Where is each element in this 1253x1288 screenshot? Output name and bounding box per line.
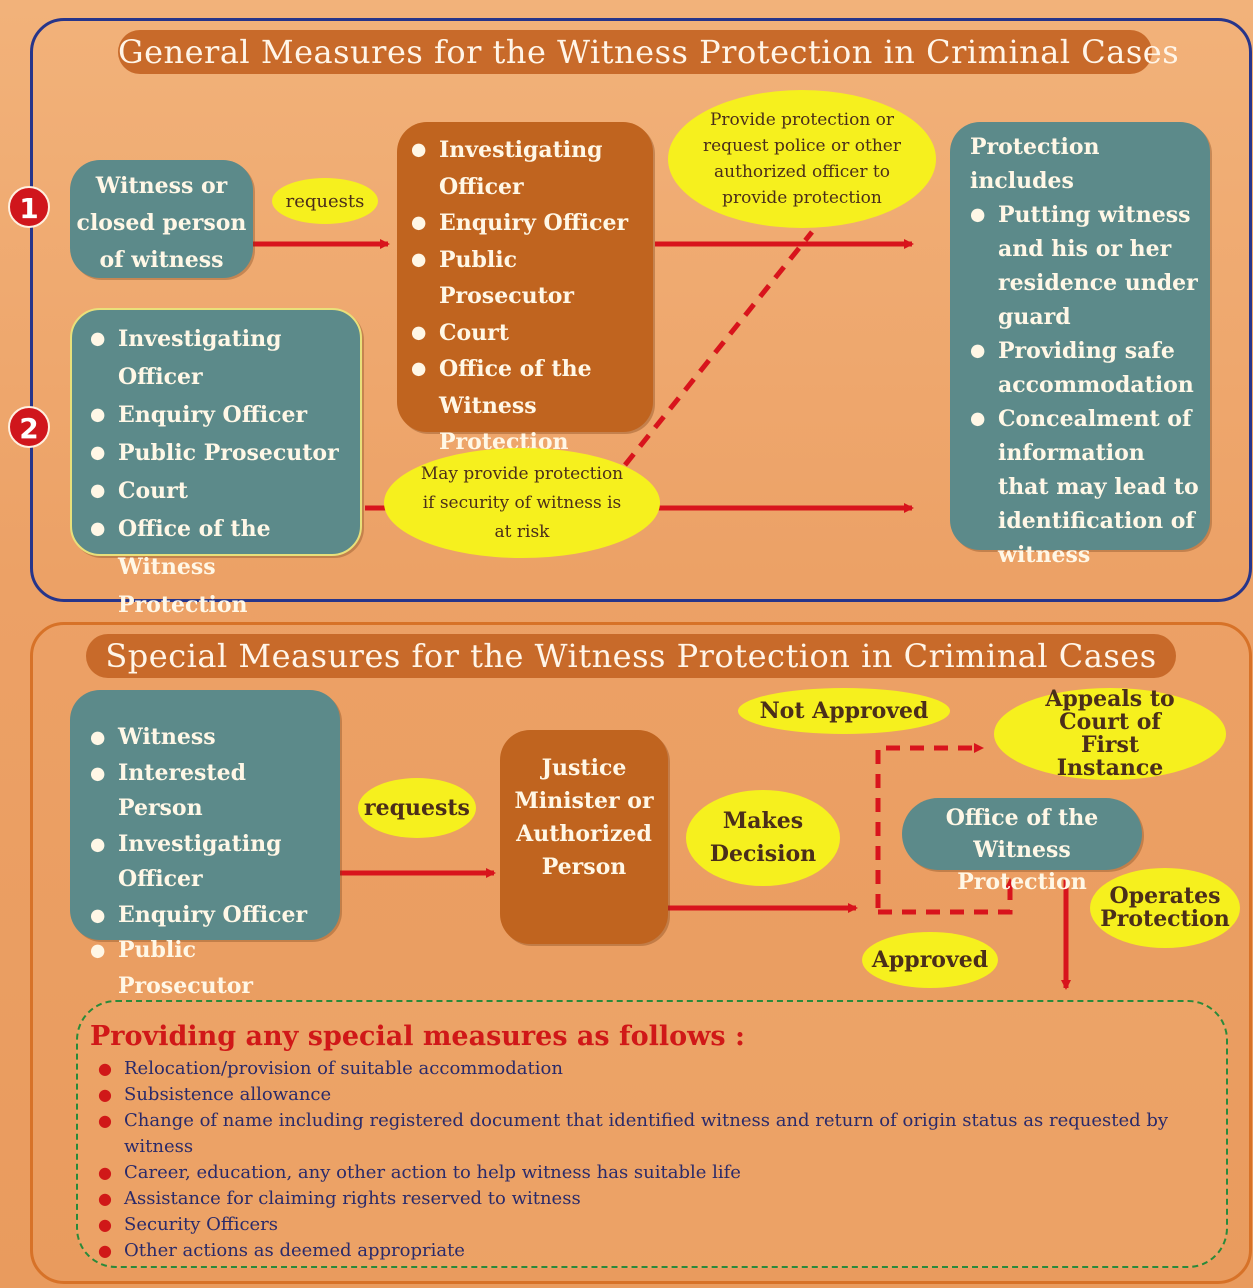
list-item: Other actions as deemed appropriate (90, 1238, 1206, 1264)
list-item: Putting witness and his or her residence… (970, 198, 1200, 334)
list-item: Enquiry Officer (90, 396, 350, 434)
minister-box: Justice Minister or Authorized Person (500, 730, 668, 944)
general-measures-title: General Measures for the Witness Protect… (118, 30, 1179, 74)
authorities-box: Investigating Officer Enquiry Officer Pu… (397, 122, 653, 455)
witness-box-label: Witness or closed person of witness (76, 173, 247, 273)
list-item: Concealment of information that may lead… (970, 402, 1200, 572)
protection-list: Putting witness and his or her residence… (970, 198, 1200, 572)
list-item: Public Prosecutor (411, 242, 647, 315)
requesters-box: Witness Interested Person Investigating … (70, 690, 340, 999)
step-2-badge: 2 (8, 406, 50, 448)
officials-box: Investigating Officer Enquiry Officer Pu… (70, 308, 362, 618)
makes-decision-text: Makes Decision (709, 808, 817, 867)
office-box-label: Office of the Witness Protection (945, 805, 1099, 895)
list-item: Interested Person (90, 756, 332, 827)
may-provide-text: May provide protection if security of wi… (420, 463, 624, 542)
special-measures-list: Relocation/provision of suitable accommo… (90, 1056, 1206, 1264)
list-item: Investigating Officer (90, 320, 350, 396)
list-item: Court (90, 472, 350, 510)
office-box: Office of the Witness Protection (902, 798, 1142, 895)
requesters-list: Witness Interested Person Investigating … (90, 720, 332, 1004)
list-item: Investigating Officer (411, 132, 629, 205)
list-item: Investigating Officer (90, 827, 288, 898)
list-item: Providing safe accommodation (970, 334, 1200, 402)
step-1-badge: 1 (8, 186, 50, 228)
list-item: Security Officers (90, 1212, 1206, 1238)
not-approved-label: Not Approved (738, 688, 950, 734)
appeals-label: Appeals to Court of First Instance (994, 688, 1226, 780)
protection-includes-box: Protection includes Putting witness and … (950, 122, 1210, 568)
list-item: Subsistence allowance (90, 1082, 1206, 1108)
dashed-may-provide-link (623, 230, 814, 467)
list-item: Office of the Witness Protection (90, 510, 338, 624)
list-item: Public Prosecutor (90, 933, 332, 1004)
makes-decision-label: Makes Decision (686, 790, 840, 886)
dashed-not-approved-path (875, 743, 984, 908)
list-item: Change of name including registered docu… (90, 1108, 1206, 1160)
list-item: Career, education, any other action to h… (90, 1160, 1206, 1186)
special-measures-heading: Providing any special measures as follow… (90, 1021, 745, 1052)
dashed-approved-path (878, 878, 1015, 915)
list-item: Witness (90, 720, 332, 756)
list-item: Enquiry Officer (411, 205, 647, 242)
protection-includes-title: Protection includes (970, 134, 1100, 194)
requests-label-special: requests (358, 778, 476, 838)
list-item: Public Prosecutor (90, 434, 350, 472)
appeals-text: Appeals to Court of First Instance (1045, 686, 1175, 781)
provide-protection-note: Provide protection or request police or … (668, 90, 936, 228)
special-measures-list-box: Providing any special measures as follow… (76, 1000, 1228, 1268)
provide-protection-text: Provide protection or request police or … (703, 110, 901, 208)
special-measures-title: Special Measures for the Witness Protect… (86, 634, 1176, 678)
requests-label-general: requests (272, 178, 378, 224)
list-item: Court (411, 315, 647, 352)
list-item: Assistance for claiming rights reserved … (90, 1186, 1206, 1212)
approved-label: Approved (862, 932, 998, 988)
authorities-list: Investigating Officer Enquiry Officer Pu… (411, 132, 647, 461)
general-measures-panel (30, 18, 1252, 602)
list-item: Enquiry Officer (90, 898, 332, 934)
operates-protection-text: Operates Protection (1100, 883, 1230, 932)
operates-protection-label: Operates Protection (1090, 868, 1240, 948)
minister-box-label: Justice Minister or Authorized Person (514, 755, 654, 880)
witness-box: Witness or closed person of witness (70, 160, 253, 278)
list-item: Relocation/provision of suitable accommo… (90, 1056, 1206, 1082)
officials-list: Investigating Officer Enquiry Officer Pu… (90, 320, 350, 624)
may-provide-note: May provide protection if security of wi… (384, 448, 660, 558)
list-item: Office of the Witness Protection (411, 351, 609, 461)
special-measures-panel (30, 622, 1252, 1284)
